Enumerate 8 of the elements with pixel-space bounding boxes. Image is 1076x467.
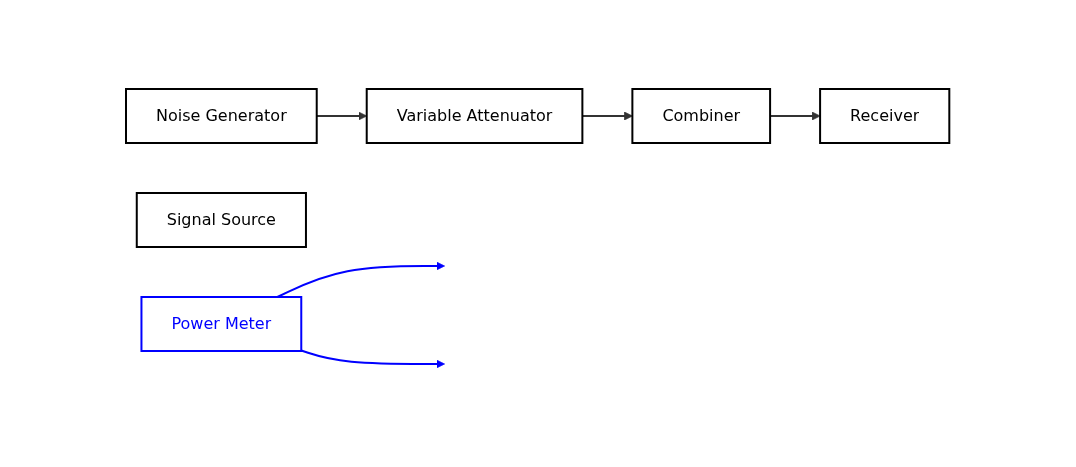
node-box: Receiver xyxy=(819,87,951,144)
node-box: Variable Attenuator xyxy=(366,87,584,144)
node-box: Power Meter xyxy=(140,295,303,352)
node-box: Noise Generator xyxy=(125,87,319,144)
node-box: Combiner xyxy=(631,87,772,144)
node-box: Signal Source xyxy=(136,191,308,248)
arrow xyxy=(300,349,446,368)
arrow xyxy=(276,261,446,298)
